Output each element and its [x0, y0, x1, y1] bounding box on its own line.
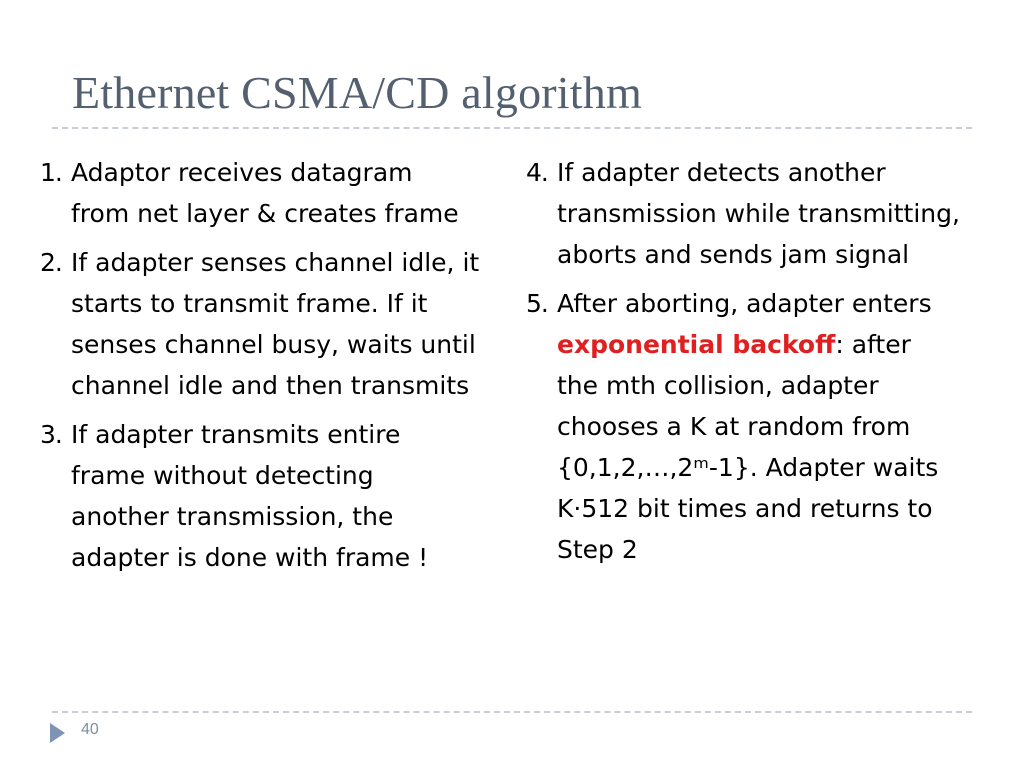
item-number: 2.	[40, 248, 63, 277]
footer-divider	[52, 711, 972, 713]
item-text: After aborting, adapter enters exponenti…	[557, 283, 996, 570]
list-item: 2. If adapter senses channel idle, it st…	[40, 242, 510, 406]
list-item: 3. If adapter transmits entire frame wit…	[40, 414, 510, 578]
highlight-term: exponential backoff	[557, 330, 836, 359]
item-number: 5.	[526, 289, 549, 318]
page-number: 40	[81, 721, 99, 738]
item-number: 3.	[40, 420, 63, 449]
right-column: 4. If adapter detects another transmissi…	[526, 152, 996, 578]
left-column: 1. Adaptor receives datagram from net la…	[40, 152, 510, 586]
item-text: Adaptor receives datagram from net layer…	[71, 158, 459, 228]
list-item: 5. After aborting, adapter enters expone…	[526, 283, 996, 570]
title-divider	[52, 127, 972, 129]
list-item: 1. Adaptor receives datagram from net la…	[40, 152, 510, 234]
item-text: If adapter detects another transmission …	[557, 158, 960, 269]
list-item: 4. If adapter detects another transmissi…	[526, 152, 996, 275]
play-arrow-icon	[50, 723, 65, 743]
item-number: 4.	[526, 158, 549, 187]
item-text-after: : after the mth collision, adapter choos…	[557, 330, 939, 564]
item-text-before: After aborting, adapter enters	[557, 289, 932, 318]
item-text: If adapter transmits entire frame withou…	[71, 420, 429, 572]
item-number: 1.	[40, 158, 63, 187]
slide-title: Ethernet CSMA/CD algorithm	[72, 67, 642, 118]
item-text: If adapter senses channel idle, it start…	[71, 248, 480, 400]
